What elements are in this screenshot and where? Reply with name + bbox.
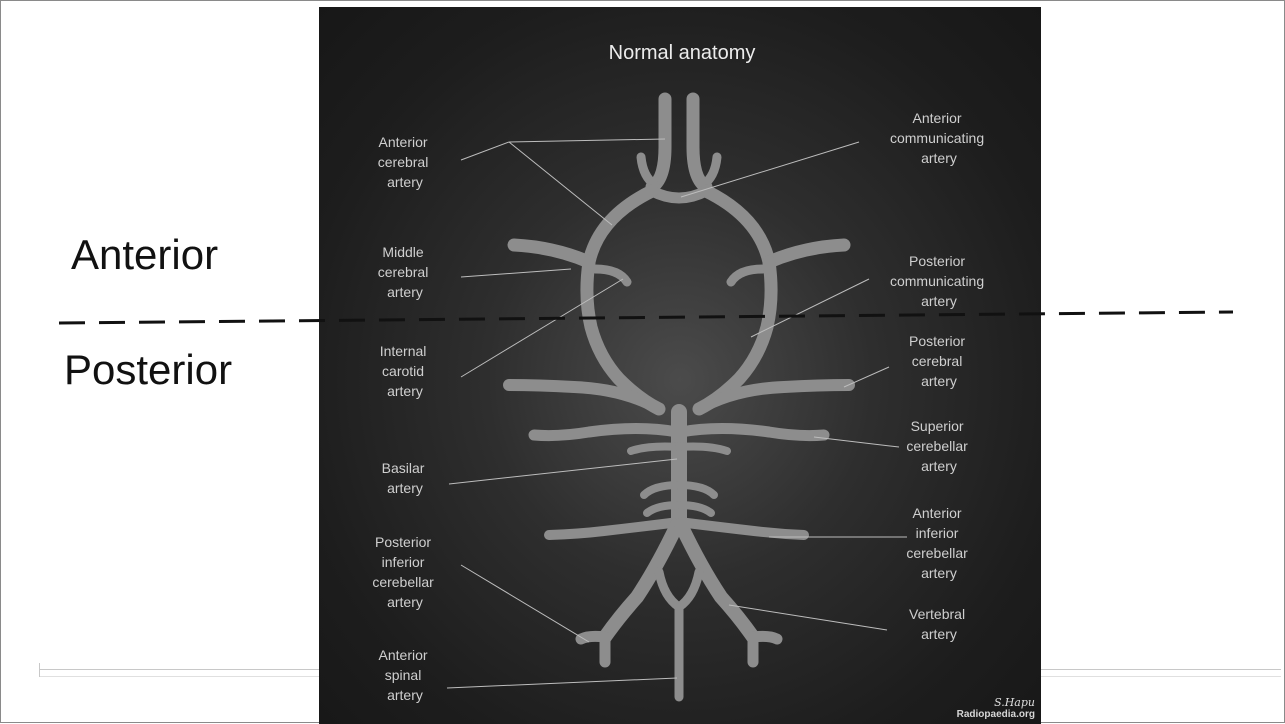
anterior-label: Anterior: [71, 231, 218, 279]
anterior-posterior-divider: [59, 312, 1233, 323]
posterior-label: Posterior: [64, 346, 232, 394]
